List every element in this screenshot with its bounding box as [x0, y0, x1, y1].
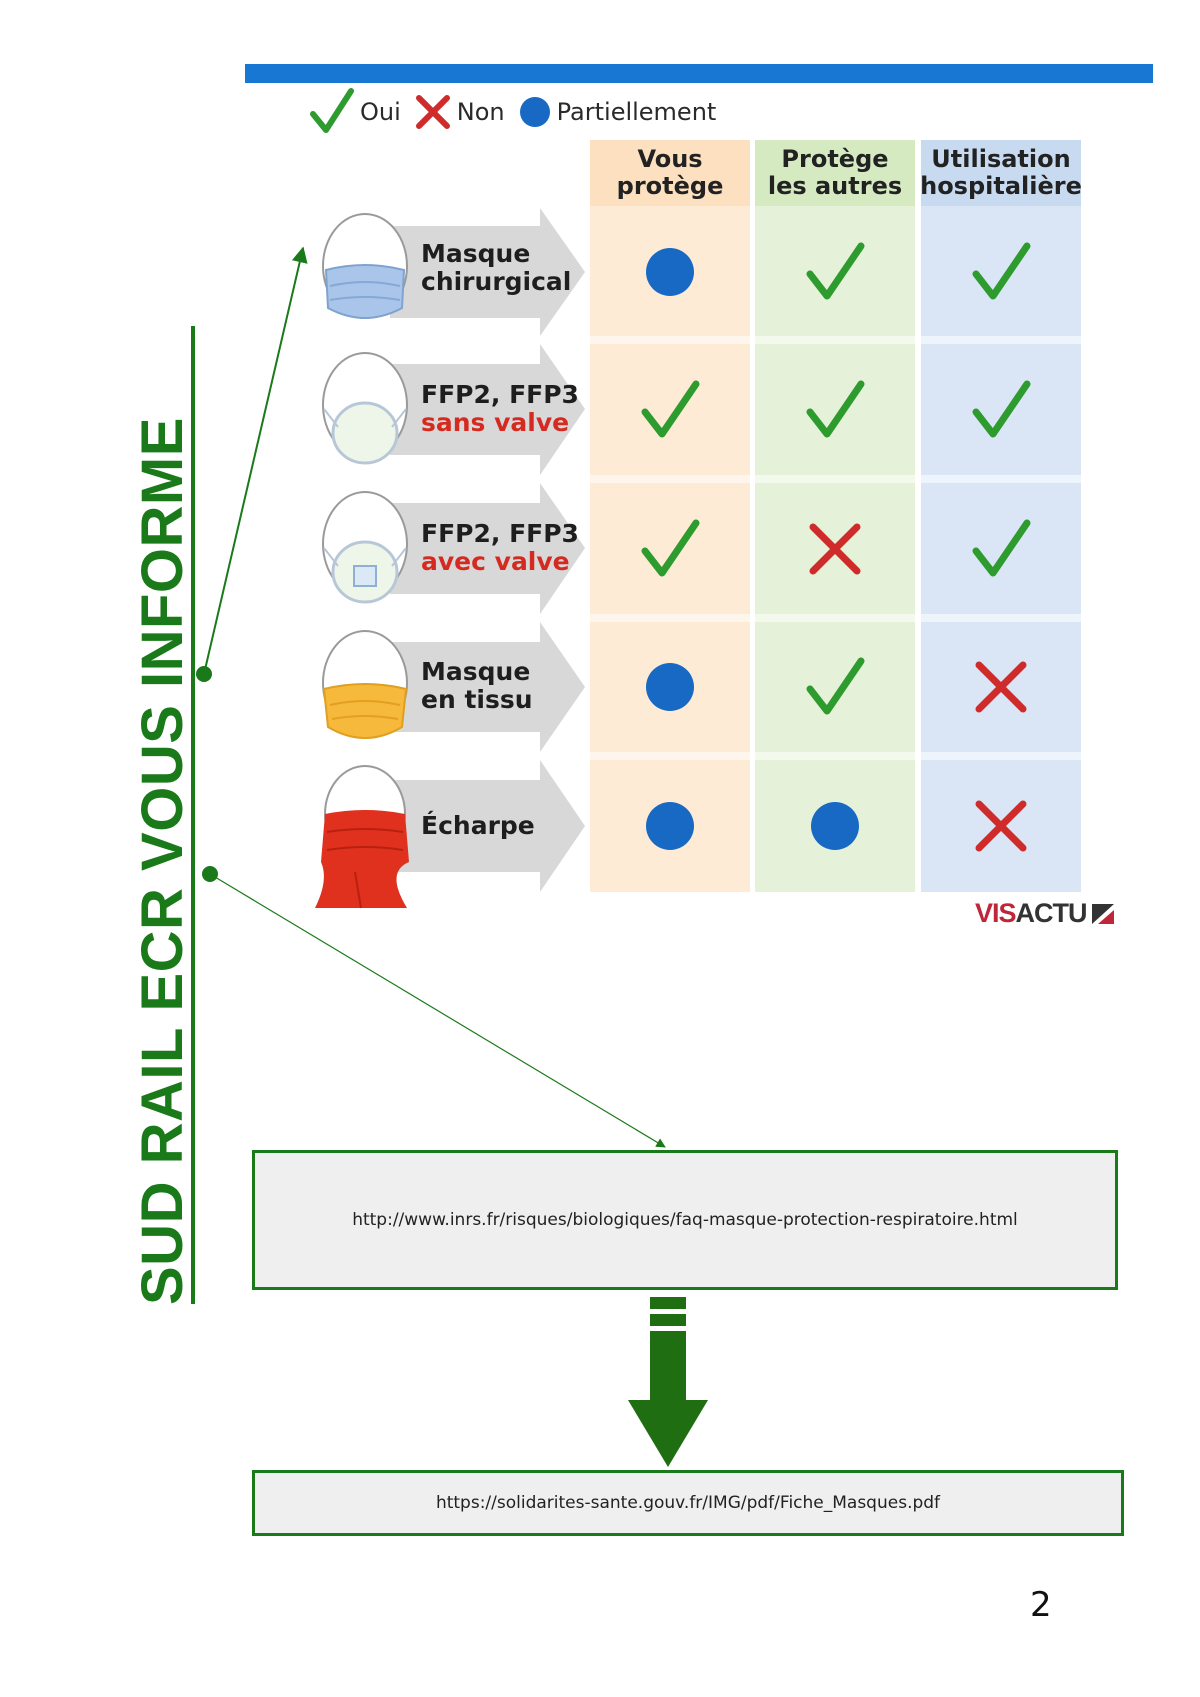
column-header-line: hospitalière — [920, 172, 1082, 200]
legend-non-label: Non — [456, 98, 505, 126]
row-label-ffp2-sans-valve: FFP2, FFP3 sans valve — [421, 381, 579, 437]
row-label-line: en tissu — [421, 685, 533, 714]
surgical-mask-icon — [322, 213, 408, 319]
column-header-line: protège — [616, 172, 724, 200]
row-label-line: Écharpe — [421, 811, 535, 840]
cross-icon — [975, 661, 1027, 713]
ffp2-mask-icon — [322, 352, 408, 465]
row-label-echarpe: Écharpe — [421, 812, 535, 840]
link-box-inrs[interactable]: http://www.inrs.fr/risques/biologiques/f… — [252, 1150, 1118, 1290]
cell-r3-c2 — [921, 622, 1081, 752]
row-arrow-banner — [390, 760, 585, 892]
cell-r4-c0 — [590, 760, 750, 892]
column-header-line: Vous — [637, 145, 703, 173]
ffp2-valve-mask-icon — [322, 491, 408, 604]
legend-oui-label: Oui — [360, 98, 401, 126]
legend-partiel-label: Partiellement — [556, 98, 717, 126]
cell-r3-c0 — [590, 622, 750, 752]
row-label-subline: sans valve — [421, 408, 570, 437]
check-icon — [972, 519, 1031, 576]
row-label-line: chirurgical — [421, 267, 572, 296]
row-separator — [590, 336, 1081, 344]
big-arrow-down-icon — [628, 1400, 708, 1467]
cell-r4-c2 — [921, 760, 1081, 892]
dot-icon — [646, 802, 694, 850]
cell-r0-c2 — [921, 208, 1081, 336]
row-label-masque-tissu: Masque en tissu — [421, 658, 533, 714]
cell-r0-c1 — [755, 208, 915, 336]
column-header-line: les autres — [767, 172, 903, 200]
row-separator — [590, 614, 1081, 622]
link-box-solidarites[interactable]: https://solidarites-sante.gouv.fr/IMG/pd… — [252, 1470, 1124, 1536]
dot-icon — [519, 97, 550, 127]
row-label-line: FFP2, FFP3 — [421, 519, 579, 548]
check-icon — [641, 519, 700, 576]
connector-arrow-to-link — [209, 873, 666, 1148]
dot-icon — [811, 802, 859, 850]
logo-part: VIS — [975, 898, 1017, 928]
row-label-ffp2-avec-valve: FFP2, FFP3 avec valve — [421, 520, 579, 576]
column-header-line: Utilisation — [931, 145, 1071, 173]
row-label-line: Masque — [421, 239, 531, 268]
check-icon — [972, 242, 1031, 300]
link-solidarites[interactable]: https://solidarites-sante.gouv.fr/IMG/pd… — [435, 1493, 941, 1513]
cell-r4-c1 — [755, 760, 915, 892]
side-title-underline — [191, 326, 195, 1304]
cross-icon — [975, 800, 1027, 852]
cross-icon — [809, 523, 861, 574]
column-header-line: Protège — [781, 145, 889, 173]
scarf-icon — [315, 765, 409, 909]
row-arrow-banner — [390, 208, 585, 336]
logo-mark-icon — [1091, 903, 1114, 924]
big-arrow-shaft — [650, 1331, 686, 1403]
column-bg-hospitaliere — [921, 140, 1081, 892]
row-separator — [590, 752, 1081, 760]
cell-r3-c1 — [755, 622, 915, 752]
dot-icon — [646, 663, 694, 711]
dot-icon — [646, 248, 694, 296]
check-icon — [806, 657, 865, 715]
legend-non: Non — [415, 94, 505, 130]
legend: Oui Non Partiellement — [310, 88, 730, 133]
legend-partiel: Partiellement — [519, 96, 717, 128]
logo-part: ACTU — [1015, 898, 1088, 928]
row-arrow-banner — [390, 483, 585, 614]
check-icon — [972, 380, 1031, 437]
row-arrow-banner — [390, 344, 585, 475]
row-label-line: FFP2, FFP3 — [421, 380, 579, 409]
cloth-mask-icon — [322, 630, 408, 739]
page-number: 2 — [1030, 1585, 1052, 1625]
cell-r1-c1 — [755, 344, 915, 475]
legend-oui: Oui — [310, 88, 401, 136]
cell-r0-c0 — [590, 208, 750, 336]
cell-r1-c0 — [590, 344, 750, 475]
row-label-masque-chirurgical: Masque chirurgical — [421, 240, 571, 296]
connector-arrow-to-table — [203, 246, 308, 675]
big-arrow-segment — [650, 1297, 686, 1309]
link-inrs[interactable]: http://www.inrs.fr/risques/biologiques/f… — [352, 1210, 1018, 1230]
cell-r2-c2 — [921, 483, 1081, 614]
row-separator — [590, 475, 1081, 483]
cell-r2-c1 — [755, 483, 915, 614]
check-icon — [806, 242, 865, 300]
row-label-subline: avec valve — [421, 547, 570, 576]
top-blue-bar — [245, 64, 1153, 83]
cell-r1-c2 — [921, 344, 1081, 475]
check-icon — [806, 380, 865, 437]
big-arrow-segment — [650, 1314, 686, 1326]
row-label-line: Masque — [421, 657, 531, 686]
check-icon — [641, 380, 700, 437]
cross-icon — [415, 95, 450, 129]
row-arrow-banner — [390, 622, 585, 752]
column-bg-protege-autres — [755, 140, 915, 892]
cell-r2-c0 — [590, 483, 750, 614]
check-icon — [310, 88, 354, 133]
